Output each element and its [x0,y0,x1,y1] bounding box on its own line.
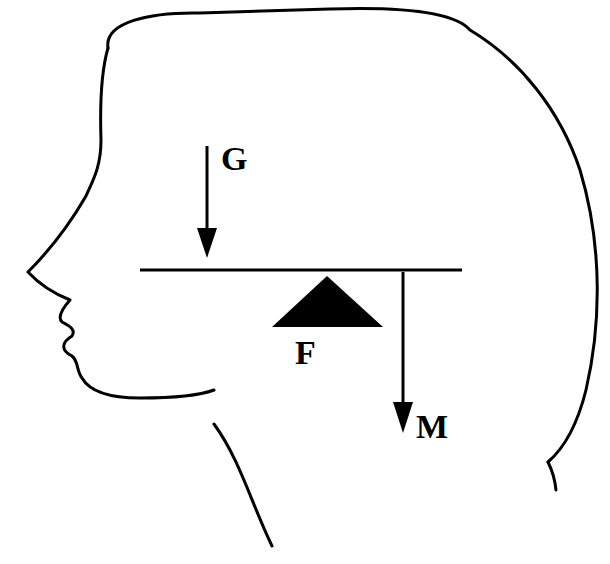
lever-bar [140,269,462,272]
force-label: F [295,336,316,370]
force-label: G [221,142,247,176]
neck-back [548,462,556,490]
force-arrow-shaft [206,146,209,232]
force-arrow-head [197,228,217,258]
force-arrow-shaft [402,272,405,406]
force-label: M [416,410,448,444]
head-outline [108,8,598,462]
fulcrum-triangle [272,276,383,327]
neck-front [214,424,272,546]
force-arrow-head [393,402,413,433]
face-profile [28,48,214,398]
